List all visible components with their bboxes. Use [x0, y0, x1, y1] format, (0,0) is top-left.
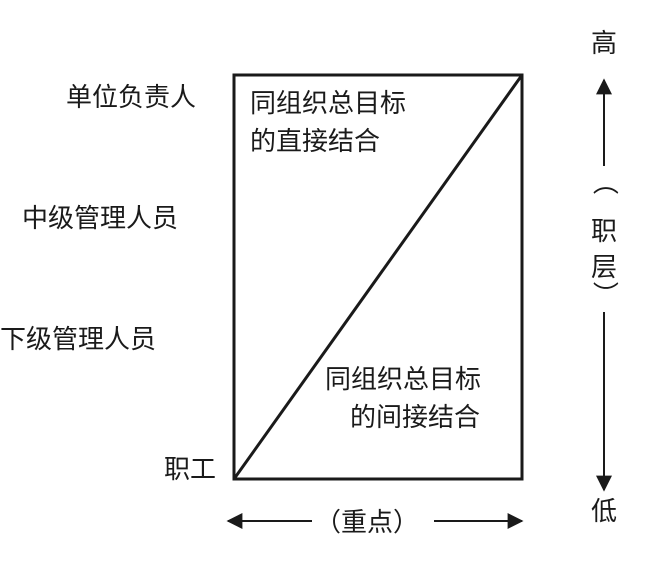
level-label-lower-manager: 下级管理人员	[0, 325, 156, 355]
rank-axis-high-label: 高	[591, 29, 617, 59]
rank-axis-char-ceng: 层	[591, 253, 617, 283]
indirect-integration-line1: 同组织总目标	[325, 365, 481, 395]
focus-axis-label: （重点）	[315, 508, 419, 538]
rank-axis-close-paren: ）	[589, 281, 619, 307]
level-label-middle-manager: 中级管理人员	[22, 204, 178, 234]
level-label-staff: 职工	[164, 455, 216, 485]
rank-axis-char-zhi: 职	[591, 217, 617, 247]
indirect-integration-line2: 的间接结合	[350, 403, 480, 433]
direct-integration-line1: 同组织总目标	[250, 89, 406, 119]
diagram-box	[232, 73, 524, 481]
direct-integration-line2: 的直接结合	[250, 127, 380, 157]
diagonal-divider	[232, 74, 524, 480]
rank-axis-open-paren: （	[589, 169, 619, 195]
level-label-unit-head: 单位负责人	[66, 83, 196, 113]
rank-axis-low-label: 低	[591, 497, 617, 527]
